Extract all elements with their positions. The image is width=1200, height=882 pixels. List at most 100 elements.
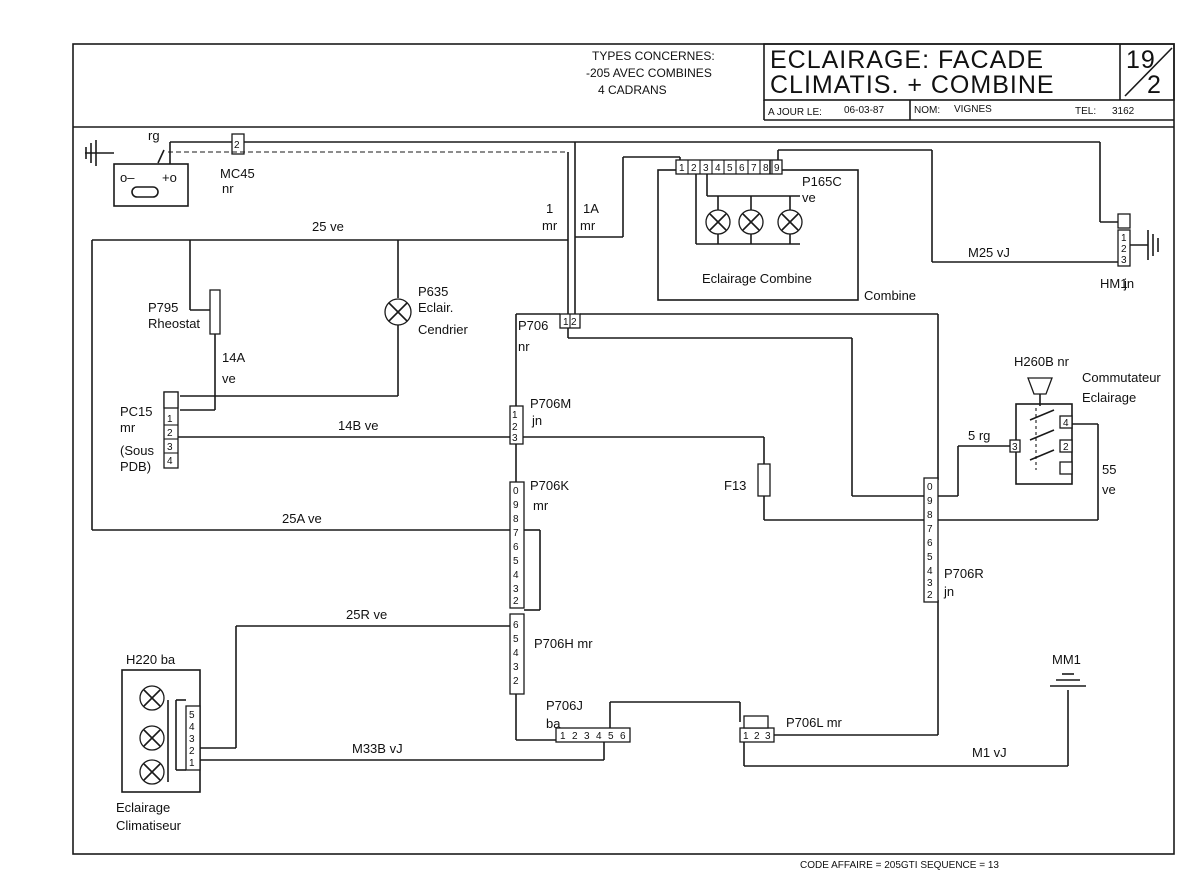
p795-desc: Rheostat xyxy=(148,316,200,331)
svg-text:8: 8 xyxy=(763,163,769,174)
combine-lamp-3 xyxy=(777,209,803,235)
p706r-connector: 0 9 8 7 6 5 4 3 2 xyxy=(923,477,939,603)
clim-lamp-3 xyxy=(139,759,165,785)
wire-1a-color: mr xyxy=(580,218,596,233)
pc15-note-1: (Sous xyxy=(120,443,154,458)
svg-text:2: 2 xyxy=(234,140,240,151)
p706l-connector: 1 2 3 xyxy=(739,715,775,743)
title-line-1: ECLAIRAGE: FACADE xyxy=(770,46,1044,74)
p165c-label: P165C xyxy=(802,174,842,189)
tel-label: TEL: xyxy=(1075,106,1096,117)
p635-desc-2: Cendrier xyxy=(418,322,469,337)
sheet-sub: 2 xyxy=(1147,71,1162,99)
date-label: A JOUR LE: xyxy=(768,107,822,118)
wire-25a-label: 25A ve xyxy=(282,511,322,526)
svg-text:3: 3 xyxy=(584,731,590,742)
wire-25r-label: 25R ve xyxy=(346,607,387,622)
wire-25-label: 25 ve xyxy=(312,219,344,234)
clim-lamp-1 xyxy=(139,685,165,711)
name-label: NOM: xyxy=(914,105,940,116)
clim-label-1: Eclairage xyxy=(116,800,170,815)
title-line-2: CLIMATIS. + COMBINE xyxy=(770,71,1055,99)
svg-text:3: 3 xyxy=(512,433,518,444)
svg-text:3: 3 xyxy=(513,662,519,673)
svg-text:1: 1 xyxy=(563,317,569,328)
svg-text:2: 2 xyxy=(1063,442,1069,453)
p706r-label: P706R xyxy=(944,566,984,581)
svg-text:8: 8 xyxy=(927,510,933,521)
wire-1a-label: 1A xyxy=(583,201,599,216)
date-value: 06-03-87 xyxy=(844,105,884,116)
clim-lamp-2 xyxy=(139,725,165,751)
svg-text:1: 1 xyxy=(743,731,749,742)
svg-text:2: 2 xyxy=(691,163,697,174)
svg-text:1: 1 xyxy=(189,758,195,769)
mc45-connector: 2 xyxy=(231,133,575,155)
commutateur-label-2: Eclairage xyxy=(1082,390,1136,405)
p706k-connector: 0 9 8 7 6 5 4 3 2 xyxy=(509,481,525,609)
wire-1-label: 1 xyxy=(546,201,553,216)
svg-text:5: 5 xyxy=(513,556,519,567)
p706-connector: 1 2 xyxy=(559,313,581,329)
svg-text:2: 2 xyxy=(513,596,519,607)
types-line-1: TYPES CONCERNES: xyxy=(592,49,715,63)
svg-text:2: 2 xyxy=(927,590,933,601)
p706m-label: P706M xyxy=(530,396,571,411)
wire-m33b-label: M33B vJ xyxy=(352,741,403,756)
p706m-color: jn xyxy=(531,413,542,428)
wire-14b-label: 14B ve xyxy=(338,418,378,433)
lamp-p635 xyxy=(384,298,412,326)
hm1-ground-connector: 1 2 3 xyxy=(1117,213,1159,267)
svg-text:0: 0 xyxy=(513,486,519,497)
svg-text:6: 6 xyxy=(739,163,745,174)
svg-text:4: 4 xyxy=(1063,418,1069,429)
rheostat-p795 xyxy=(209,289,221,335)
hm1-color: jn xyxy=(1123,276,1134,291)
svg-text:6: 6 xyxy=(927,538,933,549)
svg-text:5: 5 xyxy=(513,634,519,645)
svg-text:7: 7 xyxy=(927,524,933,535)
svg-text:6: 6 xyxy=(620,731,626,742)
svg-text:3: 3 xyxy=(703,163,709,174)
p706k-color: mr xyxy=(533,498,549,513)
svg-text:2: 2 xyxy=(754,731,760,742)
wire-m25-label: M25 vJ xyxy=(968,245,1010,260)
svg-text:7: 7 xyxy=(513,528,519,539)
svg-text:2: 2 xyxy=(189,746,195,757)
wire-14a-label: 14A xyxy=(222,350,245,365)
types-line-3: 4 CADRANS xyxy=(598,83,667,97)
p706r-color: jn xyxy=(943,584,954,599)
p706h-label: P706H mr xyxy=(534,636,593,651)
p165c-connector: 1 2 3 4 5 6 7 8 9 xyxy=(675,159,783,175)
svg-text:4: 4 xyxy=(167,456,173,467)
svg-text:4: 4 xyxy=(513,648,519,659)
p706l-label: P706L mr xyxy=(786,715,843,730)
svg-text:+o: +o xyxy=(162,170,177,185)
mm1-ground-symbol xyxy=(1050,673,1086,687)
fuse-f13 xyxy=(757,463,771,497)
wire-m1-label: M1 vJ xyxy=(972,745,1007,760)
svg-text:1: 1 xyxy=(167,414,173,425)
pc15-label: PC15 xyxy=(120,404,153,419)
svg-text:3: 3 xyxy=(189,734,195,745)
svg-text:9: 9 xyxy=(927,496,933,507)
svg-text:2: 2 xyxy=(572,731,578,742)
p706j-label: P706J xyxy=(546,698,583,713)
wire-5-label: 5 rg xyxy=(968,428,990,443)
mm1-label: MM1 xyxy=(1052,652,1081,667)
svg-text:4: 4 xyxy=(513,570,519,581)
svg-text:0: 0 xyxy=(927,482,933,493)
p795-label: P795 xyxy=(148,300,178,315)
p706j-connector: 1 2 3 4 5 6 xyxy=(555,727,631,743)
wire-55-label: 55 xyxy=(1102,462,1116,477)
battery-symbol: o– +o xyxy=(85,140,232,207)
p706k-label: P706K xyxy=(530,478,569,493)
pc15-note-2: PDB) xyxy=(120,459,151,474)
svg-text:6: 6 xyxy=(513,542,519,553)
pc15-connector: 1 2 3 4 xyxy=(163,391,179,469)
combine-lamp-1 xyxy=(705,209,731,235)
p635-desc-1: Eclair. xyxy=(418,300,453,315)
commutateur-label-1: Commutateur xyxy=(1082,370,1161,385)
